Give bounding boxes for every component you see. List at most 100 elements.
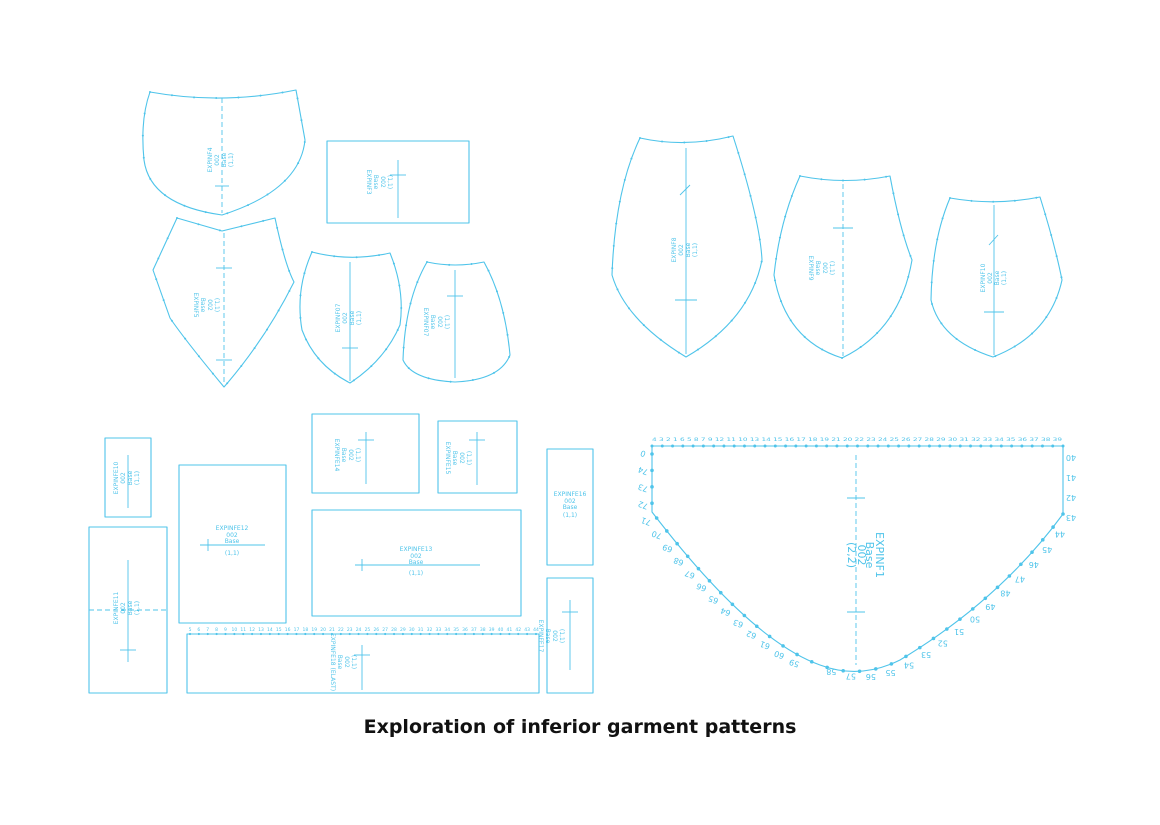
- piece-base: Base: [372, 175, 379, 190]
- contour-dot: [402, 346, 405, 349]
- contour-dot: [705, 139, 708, 142]
- piece-label: EXPINF8: [671, 237, 678, 262]
- waistband-notch-dot: [197, 632, 200, 636]
- contour-dot: [176, 217, 178, 219]
- contour-dot: [352, 379, 355, 382]
- waistband-notch-number: 18: [302, 627, 308, 633]
- right-notch-number: 55: [885, 668, 895, 677]
- waistband-notch-number: 37: [471, 627, 477, 633]
- waistband-notch-number: 12: [249, 627, 255, 633]
- contour-dot: [197, 355, 200, 358]
- pattern-piece-expinf3: (1,1) 002 Base EXPINF3: [326, 140, 470, 224]
- piece-sub: 002: [821, 262, 828, 274]
- waistband-notch-dot: [224, 632, 227, 636]
- left-notch-number: 67: [684, 568, 697, 580]
- right-notch-number: 48: [1000, 588, 1010, 597]
- waistband-notch-number: 29: [400, 627, 406, 633]
- waistband-notch-number: 35: [453, 627, 459, 633]
- piece-label: EXPINF10: [980, 263, 987, 292]
- waistband-notch-dot: [392, 632, 396, 636]
- big-piece-curve-notches: [650, 452, 1065, 674]
- piece-qty: (1,1): [350, 655, 357, 669]
- waistband-notch-dot: [339, 632, 342, 636]
- top-notch-dot: [886, 444, 890, 448]
- right-notch-number: 50: [970, 615, 980, 624]
- contour-dot: [743, 173, 746, 176]
- curve-notch-dot: [795, 652, 799, 657]
- waistband-notch-dot: [384, 632, 387, 636]
- top-notch-dot: [866, 444, 870, 448]
- top-notch-dot: [927, 444, 931, 448]
- right-notch-number: 45: [1042, 545, 1052, 554]
- right-notch-number: 49: [985, 602, 995, 611]
- curve-notch-dot: [825, 665, 829, 670]
- contour-dot: [696, 348, 699, 351]
- top-notch-dot: [876, 444, 880, 448]
- right-notch-number: 42: [1066, 493, 1076, 502]
- piece-base: Base: [563, 504, 578, 511]
- contour-dot: [930, 281, 933, 284]
- piece-base: Base: [863, 542, 876, 569]
- waistband-notch-dot: [517, 632, 520, 636]
- figure-caption: Exploration of inferior garment patterns: [363, 716, 797, 738]
- piece-qty: (2,2): [845, 542, 858, 568]
- waistband-notch-number: 27: [382, 627, 388, 633]
- pattern-piece-expinfe16: EXPINFE16 002 Base (1,1): [546, 448, 594, 566]
- top-notch-dot: [660, 444, 664, 448]
- curve-notch-dot: [1019, 562, 1023, 567]
- contour-dot: [237, 96, 240, 99]
- contour-dot: [170, 94, 173, 97]
- waistband-notch-number: 43: [524, 627, 530, 633]
- right-notch-number: 46: [1029, 560, 1039, 569]
- contour-dot: [821, 348, 824, 351]
- contour-dot: [909, 254, 912, 257]
- piece-label: EXPINF4: [207, 147, 214, 172]
- waistband-notch-number: 38: [480, 627, 486, 633]
- piece-sub: 002: [342, 312, 349, 324]
- contour-dot: [262, 219, 265, 222]
- contour-dot: [820, 178, 823, 181]
- left-notch-number: 66: [695, 581, 708, 593]
- piece-qty: (1,1): [563, 512, 577, 519]
- waistband-notch-number: 11: [240, 627, 246, 633]
- contour-dot: [299, 294, 302, 297]
- contour-dot: [754, 216, 757, 219]
- curve-notch-dot: [665, 529, 669, 533]
- right-notch-number: 52: [938, 639, 948, 648]
- contour-dot: [974, 349, 977, 352]
- contour-dot: [149, 177, 152, 180]
- piece-sub: 002: [120, 472, 127, 484]
- curve-notch-dot: [983, 596, 988, 601]
- contour-dot: [931, 302, 934, 305]
- piece-label: EXPINF07: [335, 303, 342, 332]
- waistband-notch-dot: [375, 632, 378, 636]
- contour-dot: [642, 324, 645, 327]
- piece-qty: (1,1): [386, 175, 393, 189]
- left-notch-number: 74: [637, 465, 650, 477]
- left-notch-number: 71: [640, 515, 653, 527]
- contour-dot: [283, 179, 286, 182]
- top-notch-dot: [691, 444, 695, 448]
- right-notch-number: 44: [1055, 530, 1065, 539]
- pattern-piece-expinfe11: EXPINFE11 002 Base (1,1): [88, 526, 168, 694]
- piece-label: EXPINFE14: [333, 439, 340, 472]
- waistband-notch-dot: [242, 632, 245, 636]
- waistband-notch-dot: [437, 632, 440, 636]
- left-notch-number: 73: [637, 482, 650, 494]
- curve-notch-dot: [754, 624, 759, 629]
- left-notch-number: 68: [672, 555, 685, 567]
- waistband-notch-dot: [277, 632, 280, 636]
- left-notch-number: 65: [707, 594, 720, 606]
- left-notch-number: 0: [639, 448, 647, 458]
- contour-dot: [754, 281, 757, 284]
- top-notch-dot: [681, 444, 685, 448]
- contour-dot: [164, 194, 167, 197]
- contour-dot: [400, 306, 403, 309]
- piece-sub: 002: [410, 553, 422, 560]
- waistband-notch-number: 41: [507, 627, 513, 633]
- contour-dot: [1045, 316, 1048, 319]
- curve-notch-dot: [650, 485, 654, 489]
- waistband-notch-number: 16: [285, 627, 291, 633]
- top-notch-dot: [825, 444, 829, 448]
- contour-dot: [193, 96, 196, 99]
